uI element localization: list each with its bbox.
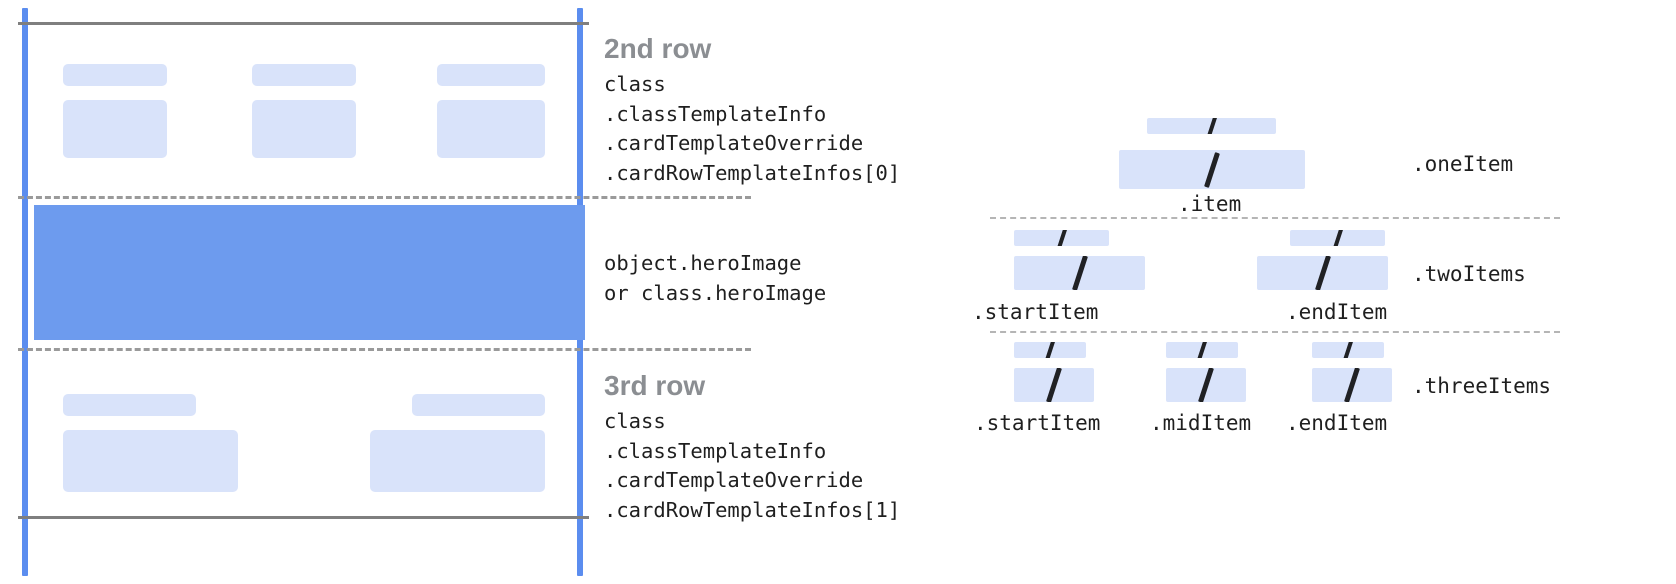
hero-code-line-1: or class.heroImage (604, 280, 827, 305)
row3-col2-body-placeholder (370, 430, 545, 492)
annotation-third-row: 3rd row class .classTemplateInfo .cardTe… (604, 369, 900, 525)
three-items-row-label: .threeItems (1412, 374, 1552, 398)
row2-col3-body-placeholder (437, 100, 545, 158)
three-items-mid-label: .midItem (1150, 411, 1252, 435)
hero-image-band (34, 205, 585, 340)
three-items-mid-title-chip (1166, 342, 1238, 358)
three-items-end-label: .endItem (1286, 411, 1388, 435)
second-row-title: 2nd row (604, 33, 712, 64)
second-row-code-line-3: .cardRowTemplateInfos[0] (604, 160, 901, 185)
slash-icon (1344, 368, 1360, 402)
three-items-end-title-chip (1312, 342, 1384, 358)
second-row-code-line-0: class (604, 72, 666, 96)
second-row-code-line-2: .cardTemplateOverride (604, 131, 864, 155)
three-items-end-body-chip (1312, 368, 1392, 402)
annotation-hero-image: object.heroImage or class.heroImage (604, 249, 826, 308)
card-top-rule (18, 22, 589, 25)
variant-separator-1 (990, 217, 1560, 219)
row2-col3-title-placeholder (437, 64, 545, 86)
one-item-row-label: .oneItem (1412, 152, 1514, 176)
one-item-title-chip (1147, 118, 1276, 134)
three-items-start-body-chip (1014, 368, 1094, 402)
annotation-second-row: 2nd row class .classTemplateInfo .cardTe… (604, 32, 900, 188)
divider-above-hero (18, 196, 751, 199)
slash-icon (1046, 368, 1062, 402)
third-row-code-line-0: class (604, 409, 666, 433)
slash-icon (1332, 230, 1343, 246)
row3-col1-body-placeholder (63, 430, 238, 492)
three-items-start-label: .startItem (974, 411, 1101, 435)
third-row-code-line-3: .cardRowTemplateInfos[1] (604, 497, 901, 522)
slash-icon (1342, 342, 1354, 358)
row2-col1-title-placeholder (63, 64, 167, 86)
two-items-end-label: .endItem (1286, 300, 1388, 324)
variant-separator-2 (990, 331, 1560, 333)
card-left-rail (22, 8, 28, 576)
second-row-code-line-1: .classTemplateInfo (604, 101, 827, 126)
three-items-start-title-chip (1014, 342, 1086, 358)
third-row-code-line-2: .cardTemplateOverride (604, 468, 864, 492)
divider-below-hero (18, 348, 751, 351)
two-items-start-title-chip (1014, 230, 1109, 246)
row-template-variants: .item .oneItem .startItem .endItem .twoI… (960, 0, 1676, 584)
slash-icon (1056, 230, 1067, 246)
hero-code-line-0: object.heroImage (604, 251, 802, 275)
two-items-start-label: .startItem (972, 300, 1099, 324)
slash-icon (1198, 368, 1214, 402)
slash-icon (1204, 151, 1220, 188)
row3-col2-title-placeholder (412, 394, 545, 416)
slash-icon (1314, 256, 1331, 290)
row3-col1-title-placeholder (63, 394, 196, 416)
two-items-row-label: .twoItems (1412, 262, 1526, 286)
slash-icon (1071, 256, 1088, 290)
one-item-label: .item (1178, 192, 1242, 216)
one-item-body-chip (1119, 150, 1305, 189)
two-items-start-body-chip (1014, 256, 1145, 290)
slash-icon (1196, 342, 1208, 358)
two-items-end-body-chip (1257, 256, 1388, 290)
third-row-title: 3rd row (604, 370, 706, 401)
slash-icon (1206, 118, 1217, 134)
card-bottom-rule (18, 516, 589, 519)
two-items-end-title-chip (1290, 230, 1385, 246)
row2-col1-body-placeholder (63, 100, 167, 158)
third-row-code-line-1: .classTemplateInfo (604, 438, 827, 463)
row2-col2-title-placeholder (252, 64, 356, 86)
slash-icon (1044, 342, 1056, 358)
card-mock (0, 0, 751, 584)
row2-col2-body-placeholder (252, 100, 356, 158)
three-items-mid-body-chip (1166, 368, 1246, 402)
